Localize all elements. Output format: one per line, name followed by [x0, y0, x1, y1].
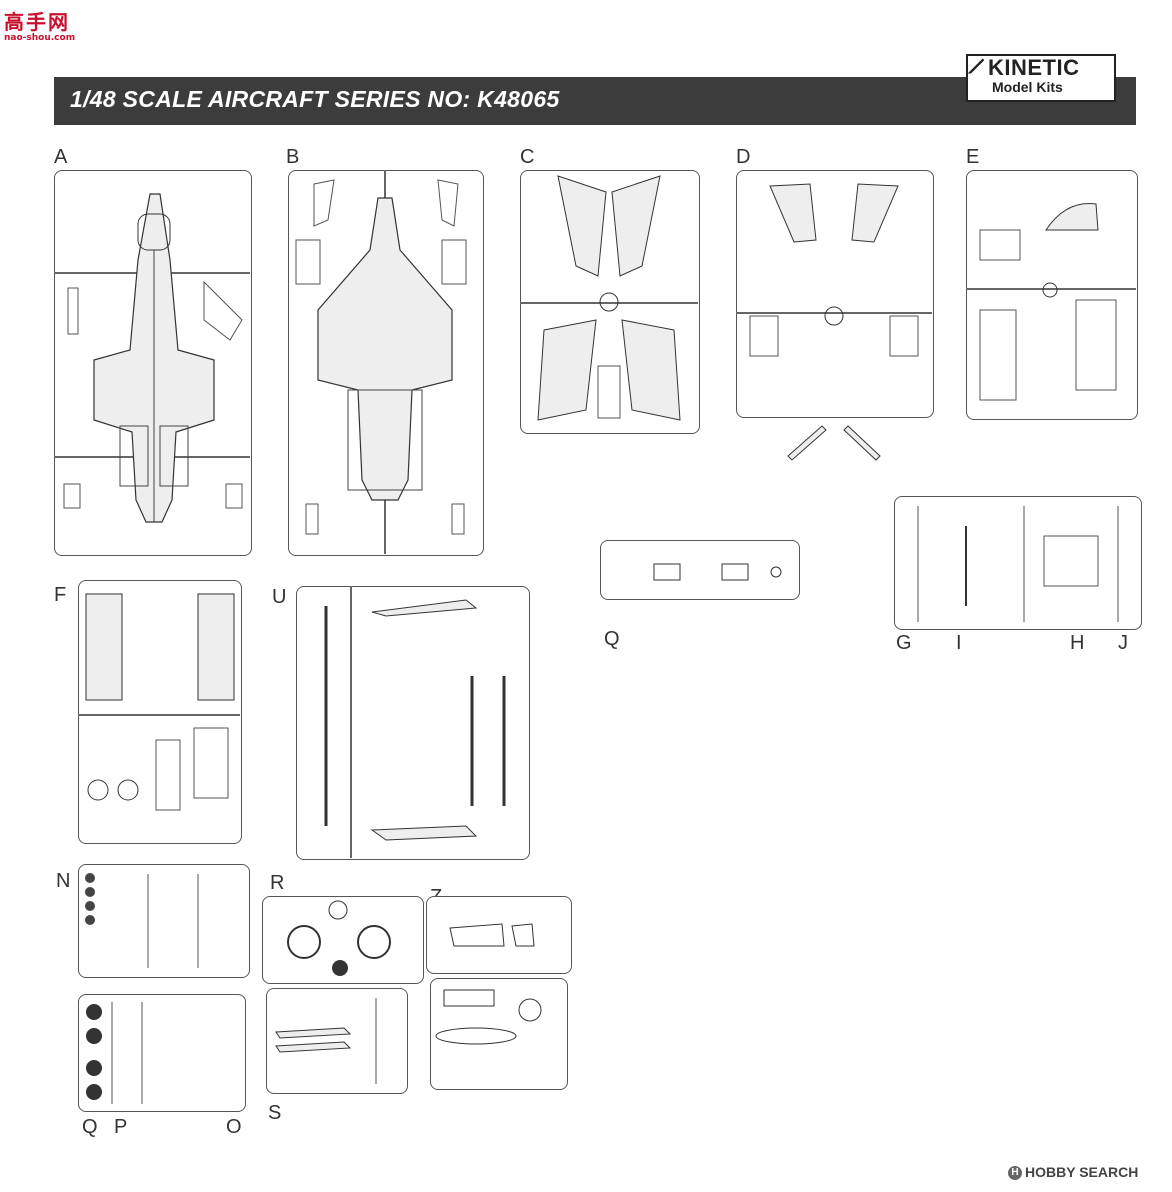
- watermark-url: nao-shou.com: [4, 33, 76, 43]
- sprue-e-runner: [966, 288, 1136, 290]
- sprue-label-r: R: [270, 872, 285, 894]
- hobby-search-logo-icon: H: [1008, 1166, 1022, 1181]
- brand-logo: [966, 54, 1116, 102]
- weapon-parts: [324, 599, 506, 841]
- sprue-label-u: U: [272, 586, 287, 608]
- sprue-c-runner: [520, 302, 698, 304]
- small-parts-e: [979, 203, 1117, 401]
- sprue-label-j: J: [1118, 632, 1128, 654]
- sprue-d-runner: [736, 312, 932, 314]
- sprue-u-runner: [350, 586, 352, 858]
- sprue-qpo: [78, 994, 246, 1112]
- sprue-label-i: I: [956, 632, 962, 654]
- small-parts-s: [275, 998, 377, 1084]
- sprue-s: [266, 988, 408, 1094]
- small-parts-t: [435, 989, 542, 1045]
- sprue-label-e: E: [966, 146, 980, 168]
- sprue-label-q: Q: [82, 1116, 98, 1138]
- sprue-d: [736, 170, 934, 418]
- engine-parts: [85, 593, 235, 811]
- canopy-parts: [449, 923, 535, 947]
- sprue-f-runner: [78, 714, 240, 716]
- small-parts-n: [85, 873, 199, 968]
- stabilizer-parts: [749, 183, 919, 461]
- sprue-e: [966, 170, 1138, 420]
- watermark: 高手网 nao-shou.com: [4, 6, 75, 43]
- sprue-label-b: B: [286, 146, 300, 168]
- sprue-label-d: D: [736, 146, 751, 168]
- footer-text: HOBBY SEARCH: [1025, 1164, 1139, 1180]
- sprue-label-h: H: [1070, 632, 1085, 654]
- clear-parts: [653, 563, 782, 581]
- fuselage-bottom-part: [295, 179, 467, 535]
- sprue-z: [426, 896, 572, 974]
- sprue-q-small: [600, 540, 800, 600]
- brand-subtitle: Model Kits: [992, 79, 1063, 95]
- page-title: 1/48 SCALE AIRCRAFT SERIES NO: K48065: [70, 86, 560, 112]
- sprue-label-n: N: [56, 870, 71, 892]
- sprue-label-a: A: [54, 146, 68, 168]
- brand-name: KINETIC: [988, 55, 1080, 80]
- sprue-label-s: S: [268, 1102, 282, 1124]
- wing-parts: [537, 175, 681, 421]
- sprue-u: [296, 586, 530, 860]
- sprue-label-o: O: [226, 1116, 242, 1138]
- small-parts-qpo: [86, 1002, 143, 1104]
- sprue-label-g: G: [896, 632, 912, 654]
- header-banner: [54, 77, 1136, 125]
- fuselage-top-part: [63, 193, 243, 523]
- sprue-n: [78, 864, 250, 978]
- sprue-label-f: F: [54, 584, 67, 606]
- wheel-parts-r: [287, 900, 391, 976]
- sprue-t: [430, 978, 568, 1090]
- small-parts-ghij: [917, 506, 1119, 622]
- sprue-label-p: P: [114, 1116, 128, 1138]
- watermark-text: 高手网: [4, 10, 70, 34]
- kinetic-logo-icon: [967, 58, 985, 74]
- sprue-label-q-small: Q: [604, 628, 620, 650]
- sprue-ghij: [894, 496, 1142, 630]
- sprue-label-c: C: [520, 146, 535, 168]
